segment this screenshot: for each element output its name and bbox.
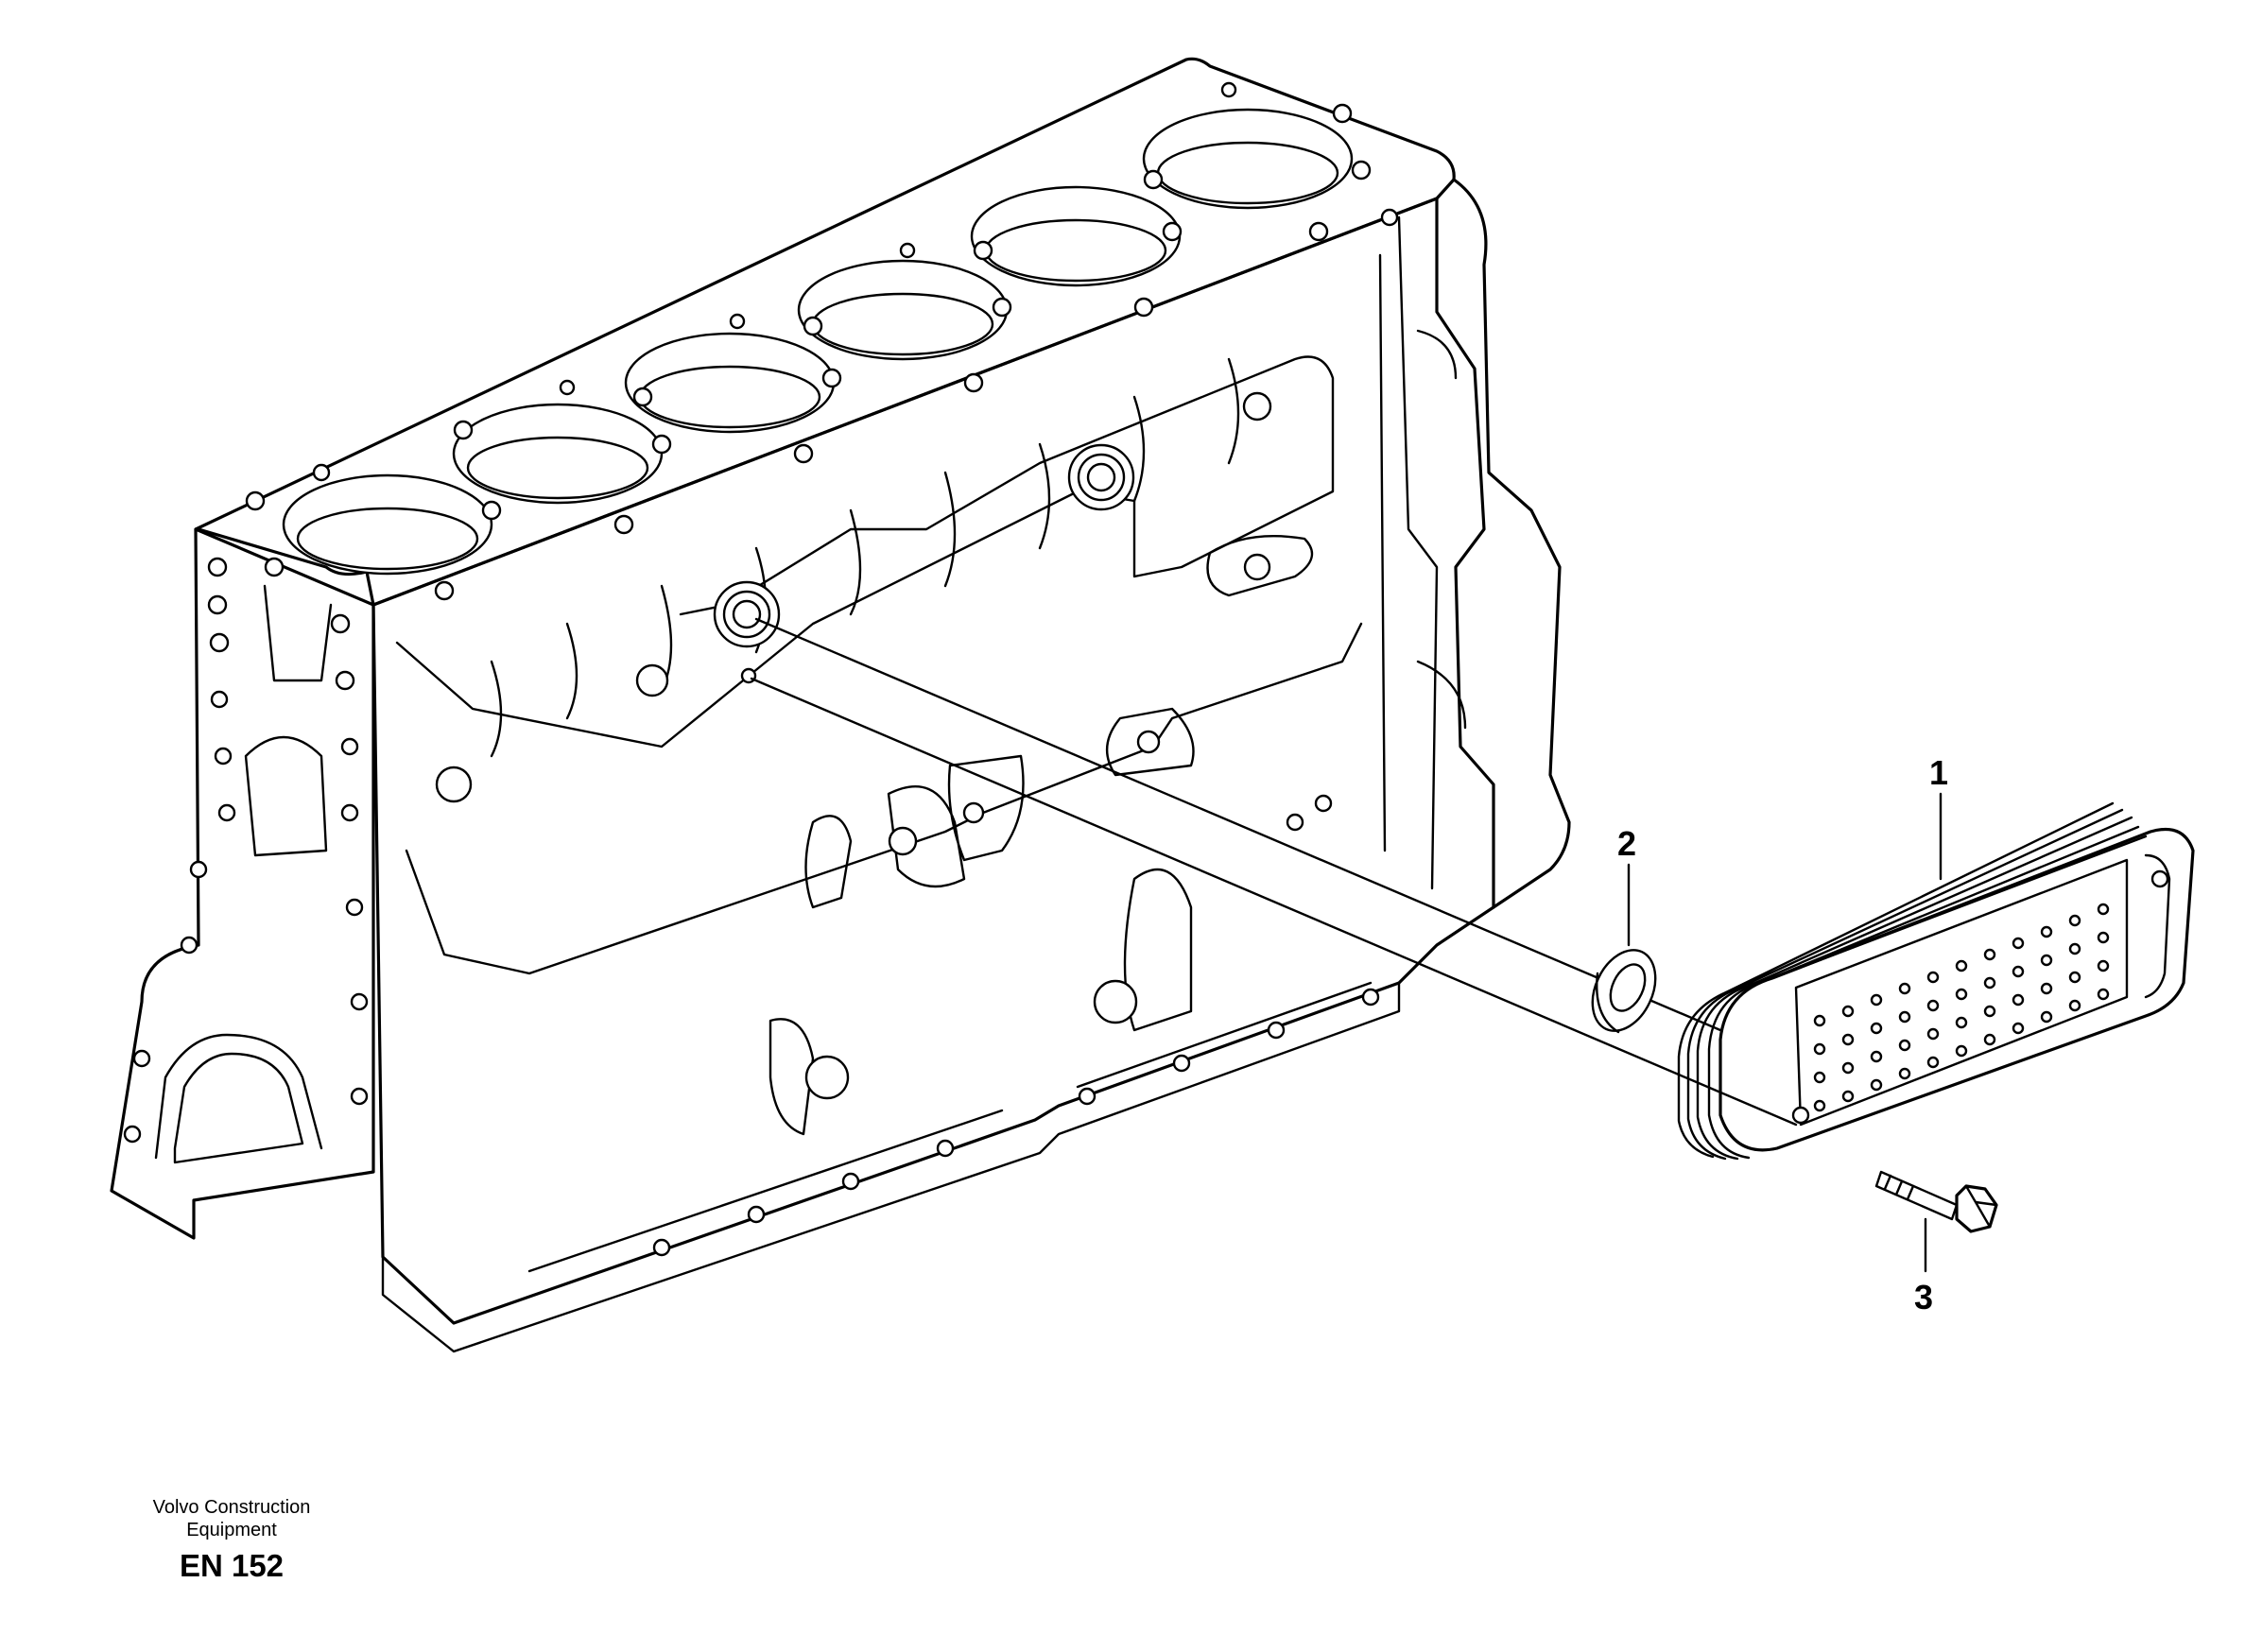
block-pan-rail xyxy=(381,981,1401,1353)
assembly-lines xyxy=(750,617,1798,1127)
block-oil-ports xyxy=(713,443,1135,684)
block-lower-bosses xyxy=(768,534,1314,1136)
brand-line-1: Volvo Construction xyxy=(152,1497,311,1518)
callout-2: 2 xyxy=(1617,824,1636,863)
brand-line-2: Equipment xyxy=(186,1520,277,1540)
block-left-end-face xyxy=(110,527,375,1240)
callout-1: 1 xyxy=(1929,753,1948,792)
seal-ring xyxy=(1591,949,1657,1034)
block-top-deck xyxy=(194,57,1456,607)
brand-name: Volvo Construction Equipment xyxy=(104,1496,359,1541)
diagram-code: EN 152 xyxy=(179,1548,285,1583)
callout-3: 3 xyxy=(1914,1278,1933,1316)
deck-bolt-holes xyxy=(245,81,1399,601)
block-middle-rail xyxy=(405,622,1363,975)
engine-block xyxy=(110,57,1571,1353)
block-right-end-face xyxy=(1452,178,1571,909)
oil-cooler-perforations xyxy=(1813,903,2110,1112)
block-right-ribs xyxy=(1378,215,1467,890)
block-left-arch-inner xyxy=(173,1052,304,1164)
block-left-rib xyxy=(244,584,333,857)
callouts: 1 2 3 xyxy=(1617,753,1948,1316)
block-pan-rail-inner xyxy=(527,981,1373,1273)
bolt xyxy=(1874,1170,1998,1233)
block-face-holes xyxy=(123,391,1380,1257)
block-left-arch xyxy=(154,1033,323,1160)
block-front-face xyxy=(371,197,1495,1325)
cylinder-bores xyxy=(282,108,1354,576)
oil-cooler xyxy=(1677,801,2195,1161)
block-top-front-edge xyxy=(371,197,1439,607)
